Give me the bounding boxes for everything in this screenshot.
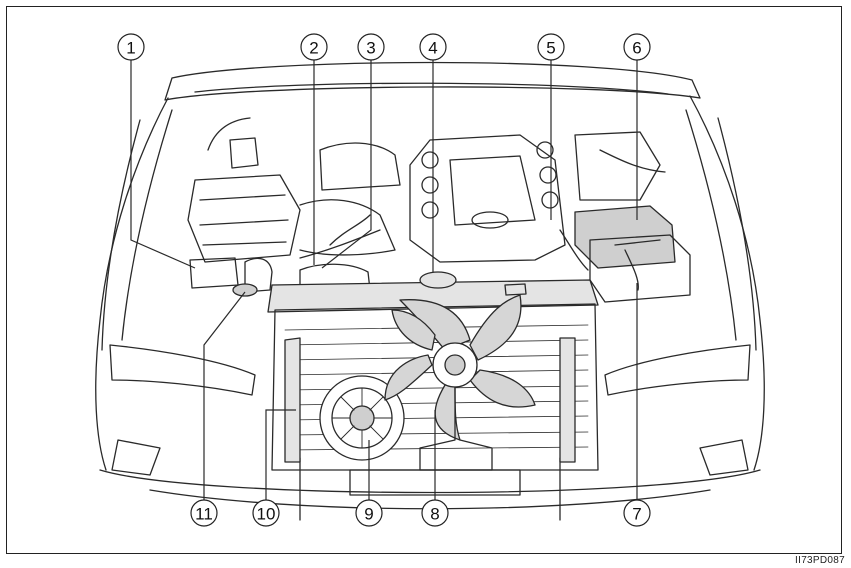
right-fender <box>689 95 765 471</box>
callout-1: 1 <box>117 33 145 61</box>
radiator-cap <box>419 271 457 289</box>
cooling-fan <box>384 294 536 441</box>
callout-9-label: 9 <box>364 505 373 524</box>
leader-1 <box>130 60 196 269</box>
callout-2: 2 <box>300 33 328 61</box>
callout-5-label: 5 <box>546 39 555 58</box>
right-headlight <box>604 344 751 396</box>
radiator-core <box>271 303 599 471</box>
callout-8-label: 8 <box>430 505 439 524</box>
callout-6-label: 6 <box>632 39 641 58</box>
hood-outline <box>164 61 701 101</box>
callout-3: 3 <box>357 33 385 61</box>
leader-10 <box>265 409 296 500</box>
left-headlight <box>109 344 256 396</box>
callout-1-label: 1 <box>126 39 135 58</box>
callout-10: 10 <box>252 499 280 527</box>
callout-2-label: 2 <box>309 39 318 58</box>
callout-7: 7 <box>623 499 651 527</box>
callout-5: 5 <box>537 33 565 61</box>
callout-11: 11 <box>190 499 218 527</box>
callout-7-label: 7 <box>632 505 641 524</box>
fuse-box <box>574 205 676 269</box>
leader-11 <box>203 291 246 500</box>
reservoir-cap-11 <box>232 283 258 297</box>
callout-6: 6 <box>623 33 651 61</box>
figure-reference-code: II73PD087 <box>795 555 845 566</box>
callout-10-label: 10 <box>257 505 276 524</box>
washer-tank <box>189 257 239 289</box>
air-cleaner <box>187 174 301 263</box>
callout-9: 9 <box>355 499 383 527</box>
callout-4-label: 4 <box>428 39 437 58</box>
figure-frame <box>6 6 842 554</box>
leader-3 <box>321 60 372 269</box>
callout-11-label: 11 <box>195 505 213 524</box>
callout-8: 8 <box>421 499 449 527</box>
callout-4: 4 <box>419 33 447 61</box>
engine-cover <box>409 134 566 263</box>
callout-3-label: 3 <box>366 39 375 58</box>
front-bumper <box>99 469 761 494</box>
left-fender <box>95 97 169 471</box>
